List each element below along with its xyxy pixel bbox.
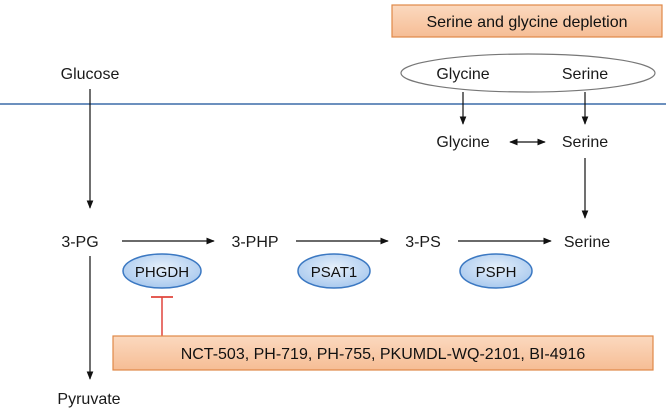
extracellular-ellipse: [400, 53, 656, 93]
glycine-extracellular-label: Glycine: [436, 66, 489, 83]
serine-intracellular-label: Serine: [562, 134, 608, 151]
glycine-intracellular-label: Glycine: [436, 134, 489, 151]
inhibitor-box-rect: [112, 335, 654, 371]
enzyme-psph: PSPH: [459, 253, 533, 289]
enzyme-psat1: PSAT1: [297, 253, 371, 289]
enzyme-psat1-label: PSAT1: [311, 264, 357, 281]
pyruvate-label: Pyruvate: [57, 391, 120, 408]
3ps-label: 3-PS: [405, 234, 441, 251]
glucose-label: Glucose: [61, 66, 120, 83]
enzyme-phgdh-label: PHGDH: [135, 264, 189, 281]
inhibitor-box: NCT-503, PH-719, PH-755, PKUMDL-WQ-2101,…: [112, 335, 654, 371]
3pg-label: 3-PG: [61, 234, 98, 251]
serine-product-label: Serine: [564, 234, 610, 251]
depletion-box-rect: [391, 4, 663, 38]
enzyme-psph-label: PSPH: [476, 264, 517, 281]
enzyme-phgdh-ellipse: [122, 253, 202, 289]
enzyme-phgdh: PHGDH: [122, 253, 202, 289]
3php-label: 3-PHP: [231, 234, 278, 251]
inhibitor-list-label: NCT-503, PH-719, PH-755, PKUMDL-WQ-2101,…: [181, 346, 586, 363]
enzyme-psph-ellipse: [459, 253, 533, 289]
enzyme-psat1-ellipse: [297, 253, 371, 289]
depletion-box-label: Serine and glycine depletion: [426, 14, 627, 31]
depletion-box: Serine and glycine depletion: [391, 4, 663, 38]
serine-extracellular-label: Serine: [562, 66, 608, 83]
